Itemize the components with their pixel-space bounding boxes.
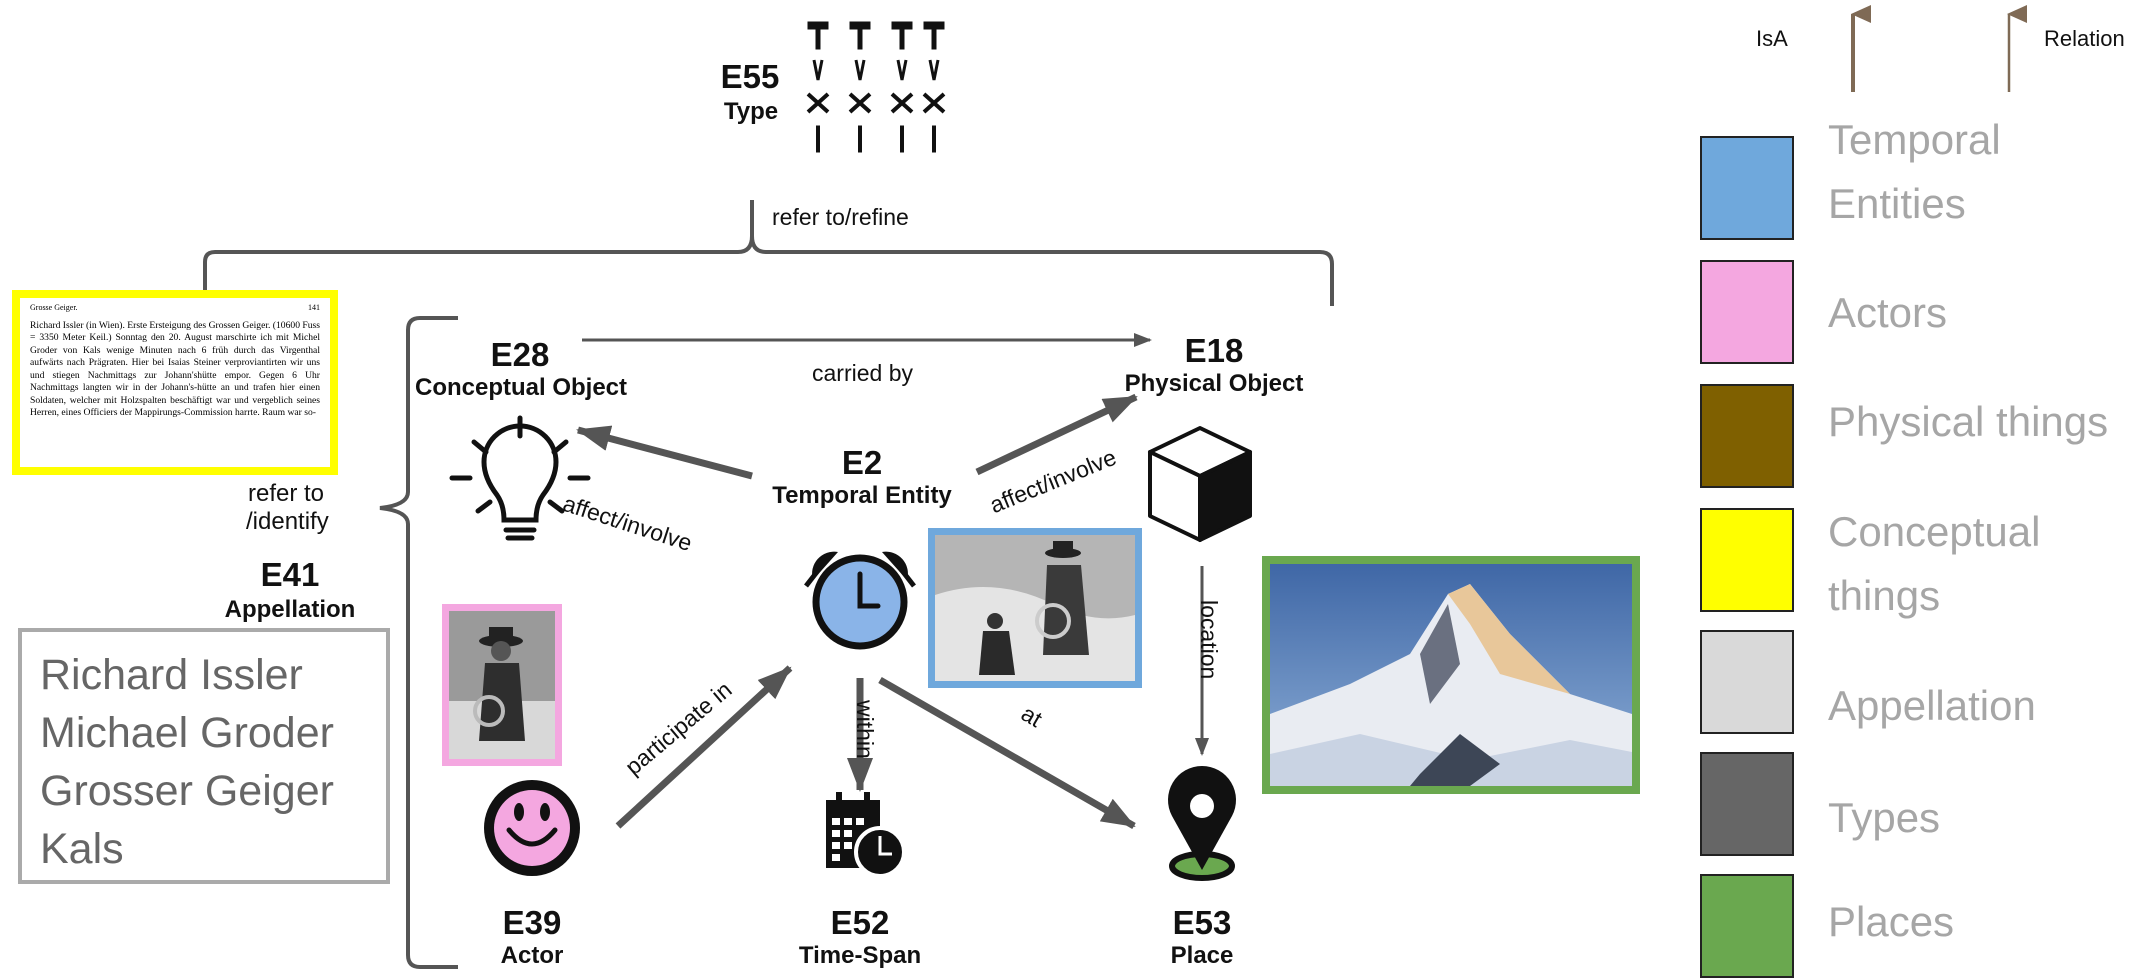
- within-label: within: [852, 700, 878, 759]
- refer-refine-label: refer to/refine: [772, 204, 909, 230]
- temporal-photo: [928, 528, 1142, 688]
- e2-code: E2: [841, 444, 883, 481]
- e53-code: E53: [1172, 904, 1232, 941]
- e2-name: Temporal Entity: [772, 482, 952, 509]
- e52-code: E52: [830, 904, 890, 941]
- place-photo-image: [1270, 564, 1632, 786]
- document-header-right: 141: [308, 303, 320, 312]
- alarm-clock-icon: [804, 551, 916, 650]
- legend-swatch-conceptual: [1700, 508, 1794, 612]
- legend-swatch-appellation: [1700, 630, 1794, 734]
- temporal-photo-image: [935, 535, 1135, 681]
- tools-icon: [806, 21, 946, 153]
- document-header-left: Grosse Geiger.: [30, 303, 78, 312]
- e18-name: Physical Object: [1124, 370, 1304, 397]
- e28-name: Conceptual Object: [414, 374, 628, 401]
- affect-involve-right-arrow: [975, 393, 1138, 476]
- legend-isa-label: IsA: [1756, 26, 1788, 51]
- legend-swatch-physical: [1700, 384, 1794, 488]
- legend-label-appellation: Appellation: [1828, 682, 2036, 729]
- legend-relation-label: Relation: [2044, 26, 2125, 51]
- legend-label-types: Types: [1828, 794, 1941, 841]
- actor-photo: [442, 604, 562, 766]
- legend-swatch-temporal: [1700, 136, 1794, 240]
- e52-name: Time-Span: [798, 942, 922, 969]
- lightbulb-icon: [449, 415, 591, 541]
- e55-code: E55: [720, 58, 780, 95]
- e41-name: Appellation: [224, 596, 356, 623]
- carried-by-label: carried by: [812, 360, 913, 386]
- location-label: location: [1196, 600, 1222, 680]
- participate-in-arrow: [615, 665, 793, 829]
- affect-involve-left-arrow: [576, 425, 753, 480]
- calendar-clock-icon: [826, 792, 906, 878]
- appellation-item: Richard Issler: [40, 651, 303, 699]
- e53-name: Place: [1170, 942, 1234, 969]
- location-pin-icon: [1168, 766, 1236, 881]
- actor-photo-image: [449, 611, 555, 759]
- document-text: Richard Issler (in Wien). Erste Ersteigu…: [30, 319, 320, 419]
- legend-swatch-actors: [1700, 260, 1794, 364]
- appellation-item: Kals: [40, 825, 124, 873]
- left-brace: [379, 316, 458, 969]
- place-photo: [1262, 556, 1640, 794]
- legend-label-physical: Physical things: [1828, 398, 2109, 445]
- legend-label-actors: Actors: [1828, 289, 1948, 336]
- legend-swatch-places: [1700, 874, 1794, 978]
- appellation-list: Richard Issler Michael Groder Grosser Ge…: [18, 628, 390, 884]
- e55-name: Type: [723, 98, 779, 125]
- e39-name: Actor: [500, 942, 564, 969]
- legend-label-places: Places: [1828, 898, 1955, 945]
- smiley-icon: [484, 780, 580, 876]
- at-arrow: [878, 676, 1136, 830]
- refine-brace: [203, 200, 1334, 306]
- e28-code: E28: [490, 336, 550, 373]
- document-scan: Grosse Geiger. 141 Richard Issler (in Wie…: [12, 290, 338, 475]
- appellation-item: Grosser Geiger: [40, 767, 334, 815]
- legend-swatch-types: [1700, 752, 1794, 856]
- e41-code: E41: [260, 556, 320, 593]
- refer-identify-label-2: /identify: [246, 508, 329, 535]
- e39-code: E39: [502, 904, 562, 941]
- e18-code: E18: [1184, 332, 1244, 369]
- refer-identify-label-1: refer to: [247, 480, 325, 507]
- cube-icon: [1148, 426, 1252, 542]
- appellation-item: Michael Groder: [40, 709, 334, 757]
